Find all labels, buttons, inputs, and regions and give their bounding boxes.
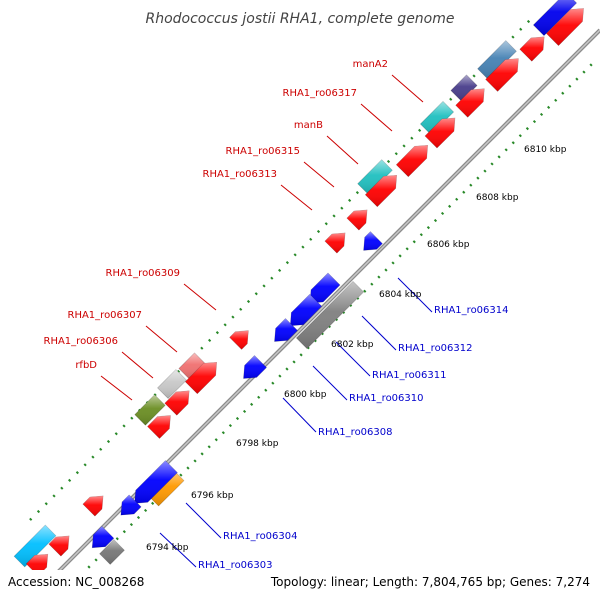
gene-label[interactable]: RHA1_ro06311 (372, 370, 447, 381)
kbp-label: 6800 kbp (284, 390, 327, 400)
feature-bar[interactable] (477, 40, 517, 80)
label-leader-line (391, 74, 424, 103)
gene-features (13, 0, 584, 577)
label-leader-line (100, 375, 133, 401)
reverse-gene[interactable] (289, 293, 323, 327)
gene-label[interactable]: RHA1_ro06304 (223, 531, 298, 542)
forward-gene-labels: manA2 RHA1_ro06317 manB RHA1_ro06315 RHA… (44, 59, 389, 371)
label-leader-line (121, 351, 154, 379)
feature-bar[interactable] (134, 394, 166, 426)
forward-gene[interactable] (364, 174, 398, 208)
kbp-label: 6810 kbp (524, 145, 567, 155)
forward-gene[interactable] (455, 88, 485, 118)
reverse-gene[interactable] (120, 494, 142, 516)
label-leader-line (360, 103, 393, 132)
gene-label[interactable]: RHA1_ro06307 (68, 310, 143, 321)
forward-gene[interactable] (147, 415, 171, 439)
gene-label[interactable]: manB (294, 120, 323, 131)
reverse-gene[interactable] (91, 525, 115, 549)
label-leader-line (303, 161, 335, 188)
scale-dotted-line (59, 59, 597, 597)
feature-bar[interactable] (419, 100, 455, 136)
forward-gene[interactable] (485, 58, 519, 92)
label-leader-line (335, 341, 371, 377)
forward-gene[interactable] (395, 144, 429, 178)
topology-text: Topology: linear; Length: 7,804,765 bp; … (270, 575, 590, 589)
kbp-label: 6798 kbp (236, 439, 279, 449)
forward-gene[interactable] (545, 8, 584, 47)
label-leader-line (397, 277, 433, 313)
reverse-gene[interactable] (134, 460, 178, 504)
accession-text: Accession: NC_008268 (8, 575, 144, 589)
feature-bar[interactable] (357, 159, 393, 195)
feature-bar[interactable] (450, 74, 478, 102)
label-leader-line (282, 397, 317, 433)
forward-gene[interactable] (229, 330, 249, 350)
gene-label[interactable]: RHA1_ro06309 (106, 268, 181, 279)
gene-label[interactable]: RHA1_ro06306 (44, 336, 119, 347)
forward-gene[interactable] (346, 209, 368, 231)
kbp-label: 6804 kbp (379, 290, 422, 300)
reverse-gene[interactable] (243, 355, 267, 379)
kbp-scale: 6794 kbp 6796 kbp 6798 kbp 6800 kbp 6802… (146, 145, 567, 553)
label-leader-line (159, 532, 197, 568)
forward-gene[interactable] (324, 232, 346, 254)
map-title: Rhodococcus jostii RHA1, complete genome (145, 11, 454, 27)
gene-label[interactable]: RHA1_ro06312 (398, 343, 473, 354)
kbp-label: 6794 kbp (146, 543, 189, 553)
reverse-gene[interactable] (363, 231, 383, 251)
label-leader-line (185, 502, 222, 539)
forward-gene[interactable] (164, 390, 190, 416)
gene-label[interactable]: manA2 (353, 59, 388, 70)
kbp-label: 6806 kbp (427, 240, 470, 250)
kbp-label: 6796 kbp (191, 491, 234, 501)
label-leader-line (280, 184, 313, 211)
feature-bar[interactable] (157, 369, 187, 399)
footer-background (0, 570, 600, 600)
kbp-label: 6808 kbp (476, 193, 519, 203)
gene-label[interactable]: RHA1_ro06308 (318, 427, 393, 438)
label-leader-line (183, 283, 217, 311)
label-leader-line (145, 325, 178, 353)
label-leader-line (361, 315, 397, 351)
gene-label[interactable]: rfbD (75, 360, 97, 371)
reverse-gene-labels: RHA1_ro06314 RHA1_ro06312 RHA1_ro06311 R… (198, 305, 509, 571)
forward-gene[interactable] (82, 495, 104, 517)
label-leader-line (312, 365, 348, 401)
forward-gene[interactable] (424, 117, 456, 149)
forward-gene[interactable] (48, 535, 70, 557)
gene-label[interactable]: RHA1_ro06303 (198, 560, 273, 571)
reverse-gene[interactable] (274, 318, 298, 342)
gene-label[interactable]: RHA1_ro06310 (349, 393, 424, 404)
forward-gene[interactable] (519, 36, 545, 62)
gene-label[interactable]: RHA1_ro06315 (226, 146, 301, 157)
label-leader-line (326, 135, 359, 165)
feature-bar[interactable] (13, 524, 57, 568)
feature-bar[interactable] (532, 0, 578, 37)
gene-label[interactable]: RHA1_ro06313 (203, 169, 278, 180)
kbp-label: 6802 kbp (331, 340, 374, 350)
feature-bar[interactable] (295, 280, 365, 350)
forward-gene[interactable] (184, 361, 218, 395)
label-leaders (100, 74, 433, 568)
forward-tick-ladder (29, 19, 531, 521)
gene-label[interactable]: RHA1_ro06317 (283, 88, 358, 99)
gene-label[interactable]: RHA1_ro06314 (434, 305, 509, 316)
feature-bar[interactable] (99, 539, 125, 565)
